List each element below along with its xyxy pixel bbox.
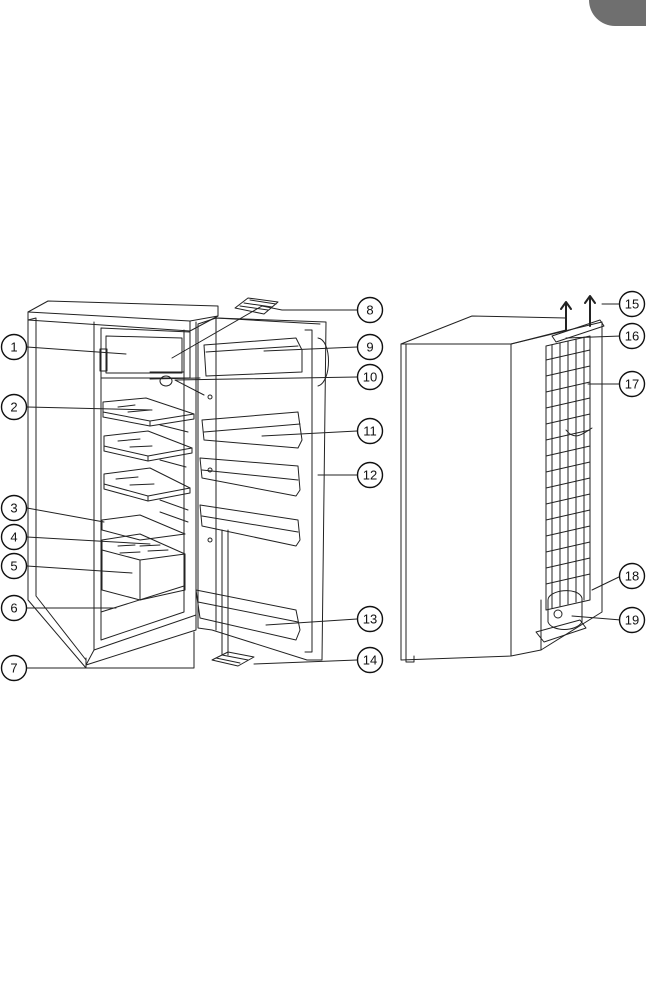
svg-text:9: 9	[366, 340, 373, 355]
callout-6: 6	[2, 596, 27, 621]
callout-9: 9	[358, 335, 383, 360]
svg-text:13: 13	[363, 612, 377, 627]
callout-11: 11	[358, 419, 383, 444]
refrigerator-front-view	[28, 301, 218, 668]
callout-3: 3	[2, 496, 27, 521]
svg-text:6: 6	[10, 601, 17, 616]
svg-text:11: 11	[363, 424, 377, 439]
callout-2: 2	[2, 395, 27, 420]
svg-text:2: 2	[10, 400, 17, 415]
callout-8: 8	[358, 298, 383, 323]
svg-text:10: 10	[363, 370, 377, 385]
callout-18: 18	[620, 564, 645, 589]
svg-text:17: 17	[625, 377, 639, 392]
svg-text:19: 19	[625, 613, 639, 628]
callout-7: 7	[2, 656, 27, 681]
svg-text:12: 12	[363, 468, 377, 483]
callout-14: 14	[358, 648, 383, 673]
callout-19: 19	[620, 608, 645, 633]
callout-16: 16	[620, 324, 645, 349]
callout-13: 13	[358, 607, 383, 632]
refrigerator-door	[150, 298, 329, 666]
svg-text:4: 4	[10, 530, 17, 545]
callout-15: 15	[620, 292, 645, 317]
callout-1: 1	[2, 335, 27, 360]
callout-17: 17	[620, 372, 645, 397]
svg-text:3: 3	[10, 501, 17, 516]
callout-10: 10	[358, 365, 383, 390]
svg-text:15: 15	[625, 297, 639, 312]
svg-text:14: 14	[363, 653, 377, 668]
svg-text:5: 5	[10, 559, 17, 574]
svg-text:16: 16	[625, 329, 639, 344]
svg-text:1: 1	[10, 340, 17, 355]
svg-text:18: 18	[625, 569, 639, 584]
svg-text:7: 7	[10, 661, 17, 676]
refrigerator-rear-view	[401, 296, 604, 662]
callout-5: 5	[2, 554, 27, 579]
svg-text:8: 8	[366, 303, 373, 318]
callout-12: 12	[358, 463, 383, 488]
callout-4: 4	[2, 525, 27, 550]
